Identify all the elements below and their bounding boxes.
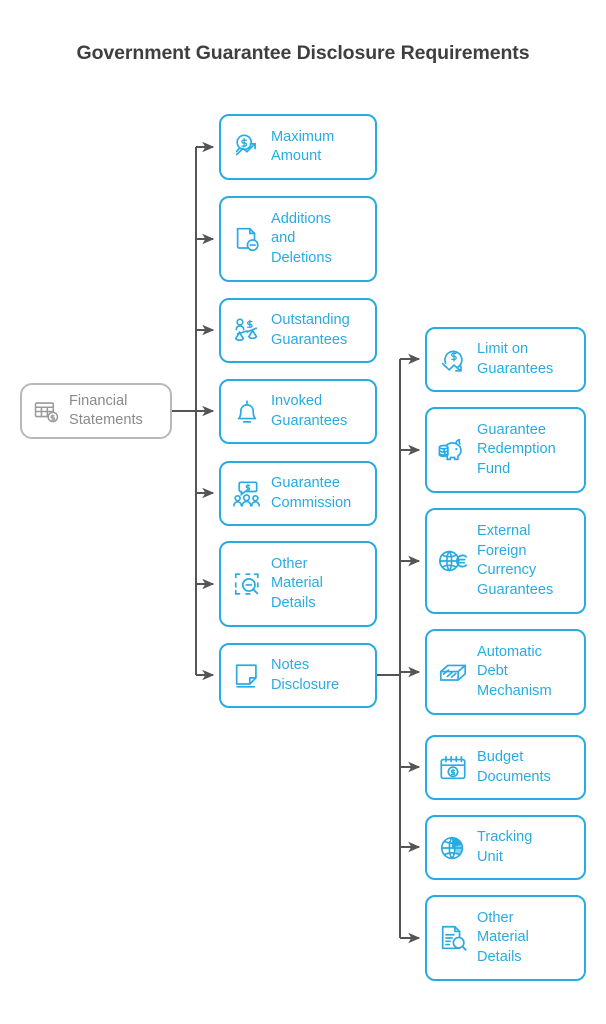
banknotes-icon [438,657,468,687]
node-label: Maximum Amount [271,128,335,165]
node-other-material-details-left[interactable]: Other Material Details [219,541,377,627]
node-label: External Foreign Currency Guarantees [477,523,554,598]
node-tracking-unit[interactable]: Tracking Unit [425,815,586,880]
table-dollar-icon [33,398,60,425]
balance-scale-money-icon [232,316,262,346]
node-label: Budget Documents [477,749,551,785]
bell-icon [232,397,262,427]
dollar-magnifier-trend-icon [232,132,262,162]
node-maximum-amount[interactable]: Maximum Amount [219,114,377,180]
node-label: Financial Statements [69,392,143,429]
dollar-circle-down-arrow-icon [438,345,468,375]
node-automatic-debt-mechanism[interactable]: Automatic Debt Mechanism [425,629,586,715]
document-minus-icon [232,224,262,254]
branch-two-connectors [377,353,421,944]
node-label: Automatic Debt Mechanism [477,643,552,699]
note-page-icon [232,661,262,691]
node-label: Outstanding Guarantees [271,312,350,348]
node-label: Limit on Guarantees [477,341,554,377]
node-label: Invoked Guarantees [271,393,348,429]
node-label: Tracking Unit [477,829,533,865]
node-label: Additions and Deletions [271,210,332,266]
piggy-bank-coins-icon [438,435,468,465]
calendar-dollar-icon [438,753,468,783]
node-external-foreign-currency-guarantees[interactable]: External Foreign Currency Guarantees [425,508,586,614]
node-additions-and-deletions[interactable]: Additions and Deletions [219,196,377,282]
node-invoked-guarantees[interactable]: Invoked Guarantees [219,379,377,444]
node-limit-on-guarantees[interactable]: Limit on Guarantees [425,327,586,392]
node-other-material-details-right[interactable]: Other Material Details [425,895,586,981]
document-magnifier-icon [438,923,468,953]
node-label: Other Material Details [271,555,323,611]
node-label: Other Material Details [477,909,529,965]
people-speech-dollar-icon [232,479,262,509]
node-label: Notes Disclosure [271,657,340,693]
dashed-square-magnifier-minus-icon [232,569,262,599]
node-guarantee-commission[interactable]: Guarantee Commission [219,461,377,526]
node-guarantee-redemption-fund[interactable]: Guarantee Redemption Fund [425,407,586,493]
globe-euro-icon [438,546,468,576]
node-notes-disclosure[interactable]: Notes Disclosure [219,643,377,708]
node-budget-documents[interactable]: Budget Documents [425,735,586,800]
node-financial-statements[interactable]: Financial Statements [20,383,172,439]
node-label: Guarantee Redemption Fund [477,421,556,477]
node-label: Guarantee Commission [271,475,352,511]
page-title: Government Guarantee Disclosure Requirem… [76,42,530,64]
node-outstanding-guarantees[interactable]: Outstanding Guarantees [219,298,377,363]
branch-one-connectors [172,141,215,681]
globe-pie-chart-icon [438,833,468,863]
